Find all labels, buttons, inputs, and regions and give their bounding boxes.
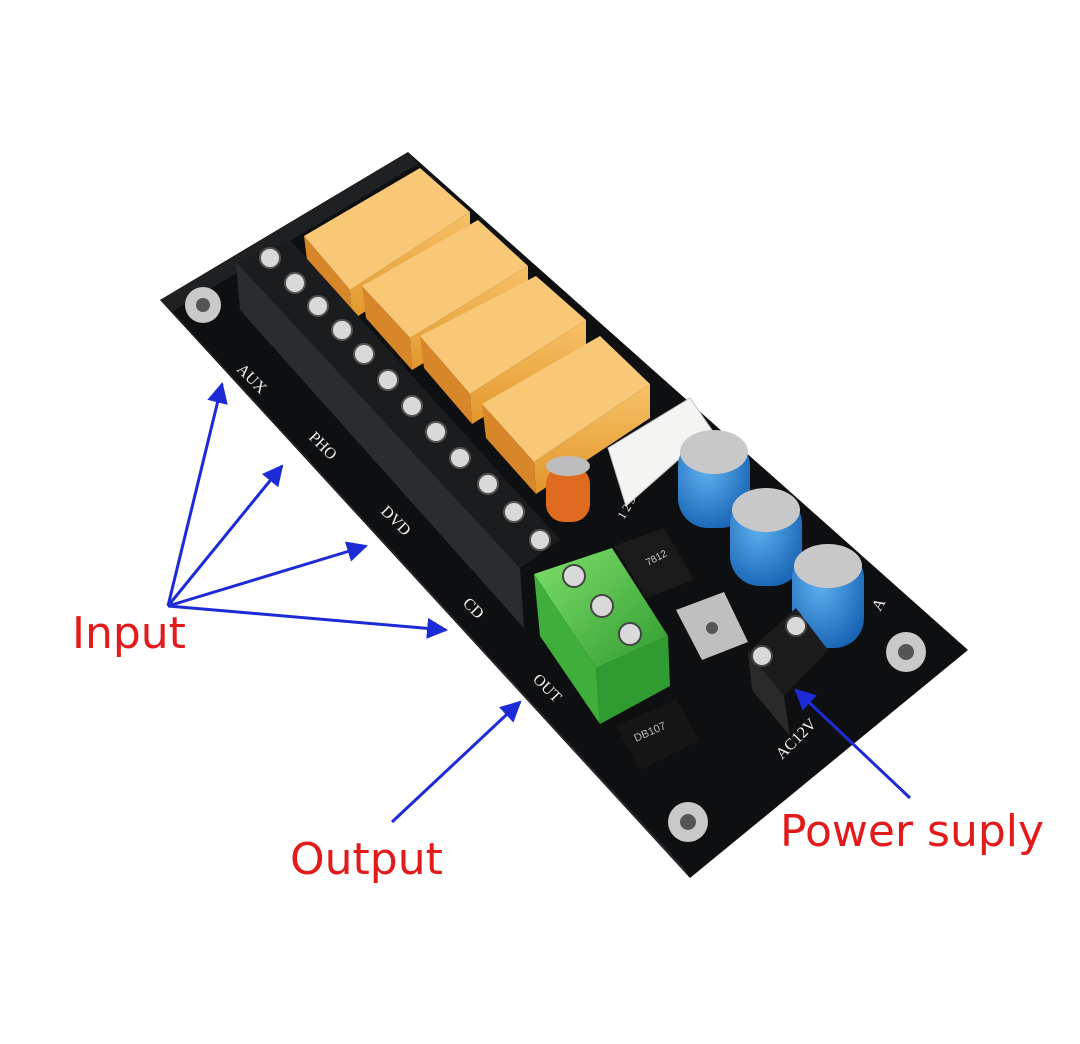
annotation-arrows <box>166 381 912 824</box>
arrow-to-power <box>794 688 912 800</box>
mounting-hole-top-left <box>185 287 221 323</box>
power-supply-label: Power suply <box>780 806 1045 857</box>
header-connector <box>607 397 713 507</box>
rectifier-ic: DB107 <box>616 700 700 770</box>
mounting-hole-bottom <box>668 802 708 842</box>
mounting-hole-right <box>886 632 926 672</box>
output-terminal-block <box>534 548 670 724</box>
orange-capacitor <box>546 456 590 522</box>
power-terminal-block <box>748 608 828 736</box>
output-label: Output <box>290 834 443 885</box>
input-terminal-block <box>236 240 560 628</box>
voltage-regulator: 7812 <box>614 528 748 660</box>
arrow-to-cd <box>167 604 449 639</box>
arrow-to-dvd <box>167 541 369 608</box>
blue-capacitor-3 <box>792 544 864 648</box>
arrow-to-pho <box>166 464 284 607</box>
input-label: Input <box>72 608 186 659</box>
blue-capacitor-1 <box>678 430 750 528</box>
arrow-to-out <box>390 700 522 824</box>
blue-capacitor-2 <box>730 488 802 586</box>
arrow-to-aux <box>166 381 228 607</box>
